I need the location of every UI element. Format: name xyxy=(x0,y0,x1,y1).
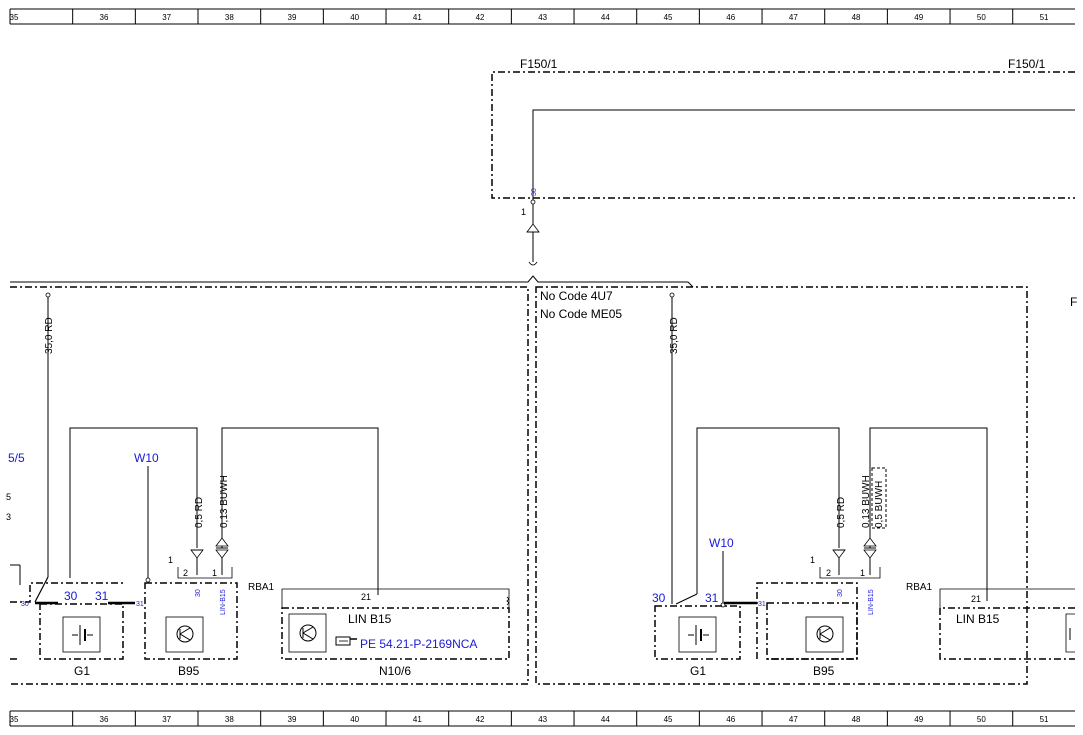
ruler-number: 37 xyxy=(162,13,171,22)
ruler-number: 45 xyxy=(664,715,673,724)
ruler-number: 51 xyxy=(1040,13,1049,22)
ruler-number: 48 xyxy=(852,715,861,724)
fuse-pin-30: 30 xyxy=(531,188,538,196)
ruler-number: 51 xyxy=(1040,715,1049,724)
left-b95-pin-2: 2 xyxy=(183,568,188,578)
condition-line-1: No Code 4U7 xyxy=(540,289,613,303)
left-pe-ref-link[interactable]: PE 54.21-P-2169NCA xyxy=(360,637,477,651)
ruler-number: 42 xyxy=(476,13,485,22)
right-b95-pin-lin: LIN-B15 xyxy=(868,589,875,615)
left-rba1-label: RBA1 xyxy=(248,582,275,593)
ruler-number: 39 xyxy=(288,13,297,22)
ruler-number: 43 xyxy=(538,715,547,724)
ruler-number: 38 xyxy=(225,13,234,22)
ruler-number: 40 xyxy=(350,13,359,22)
fuse-box-f150: F150/1 F150/1 30 1 xyxy=(491,57,1075,266)
left-pin-21: 21 xyxy=(361,592,371,602)
left-wire-main-label: 35,0 RD xyxy=(44,317,55,354)
ruler-number: 49 xyxy=(914,13,923,22)
right-w10-label: W10 xyxy=(709,536,734,550)
left-b95-pin-lin: LIN-B15 xyxy=(220,589,227,615)
ruler-bottom: 35 36 37 38 39 40 41 42 43 44 45 46 47 48 49 50 51 xyxy=(9,710,1075,727)
left-edge-marks-2: 3 xyxy=(6,512,11,522)
ruler-number: 50 xyxy=(977,715,986,724)
ruler-number: 36 xyxy=(100,715,109,724)
bus-line xyxy=(10,275,694,288)
ruler-top: 35 36 37 38 39 40 41 42 43 44 45 46 47 48 49 50 51 xyxy=(9,8,1075,25)
right-pin1-outer: 1 xyxy=(810,555,815,565)
ruler-number: 46 xyxy=(726,715,735,724)
left-wire-b95-1-label: 0,13 BUWH xyxy=(219,475,230,528)
right-frame xyxy=(535,286,1028,685)
ruler-number: 44 xyxy=(601,715,610,724)
fuse-box-label-right: F150/1 xyxy=(1008,57,1046,71)
ruler-number: 35 xyxy=(10,13,19,22)
right-wire-b95-2-label: 0,5 RD xyxy=(836,497,847,528)
right-rba1-label: RBA1 xyxy=(906,582,933,593)
ruler-number: 41 xyxy=(413,715,422,724)
left-frame xyxy=(10,286,529,685)
right-g1-pin-30: 30 xyxy=(652,591,666,605)
right-b95-pin-1: 1 xyxy=(860,568,865,578)
left-g1-pin-30: 30 xyxy=(64,589,78,603)
ruler-number: 36 xyxy=(100,13,109,22)
left-pin-30-small: 30 xyxy=(21,601,29,608)
right-wire-main-label: 35,0 RD xyxy=(669,317,680,354)
left-edge-marks: 5 xyxy=(6,492,11,502)
right-pin-31-small: 31 xyxy=(758,601,766,608)
left-lin-b15-label: LIN B15 xyxy=(348,612,392,626)
left-wire-b95-2-label: 0,5 RD xyxy=(194,497,205,528)
ruler-number: 40 xyxy=(350,715,359,724)
right-b95-pin-30-small: 30 xyxy=(837,589,844,597)
right-g1-pin-31: 31 xyxy=(705,591,719,605)
fuse-box-label-left: F150/1 xyxy=(520,57,558,71)
right-lin-b15-label: LIN B15 xyxy=(956,612,1000,626)
left-pin-31-small: 31 xyxy=(136,601,144,608)
right-b95-label: B95 xyxy=(813,664,835,678)
ruler-number: 47 xyxy=(789,13,798,22)
ruler-number: 41 xyxy=(413,13,422,22)
ruler-number: 49 xyxy=(914,715,923,724)
left-g1-pin-31: 31 xyxy=(95,589,109,603)
right-g1-label: G1 xyxy=(690,664,706,678)
left-pin1-outer: 1 xyxy=(168,555,173,565)
left-w10-label: W10 xyxy=(134,451,159,465)
left-cut-ref: 5/5 xyxy=(8,451,25,465)
pointing-hand-icon xyxy=(335,636,357,646)
ruler-number: 44 xyxy=(601,13,610,22)
left-b95-label: B95 xyxy=(178,664,200,678)
left-b95-pin-30-small: 30 xyxy=(195,589,202,597)
ruler-number: 45 xyxy=(664,13,673,22)
edge-glyph: F xyxy=(1070,295,1077,309)
right-pin-21: 21 xyxy=(971,594,981,604)
right-section: 35,0 RD 0,5 RD 0,13 BUWH 0,5 BUWH 1 2 1 … xyxy=(652,292,1075,678)
ruler-number: 42 xyxy=(476,715,485,724)
fuse-pin-1: 1 xyxy=(521,207,526,217)
left-n10-label: N10/6 xyxy=(379,664,411,678)
left-b95-pin-1: 1 xyxy=(212,568,217,578)
left-g1-label: G1 xyxy=(74,664,90,678)
ruler-number: 43 xyxy=(538,13,547,22)
right-wire-b95-1a-label: 0,13 BUWH xyxy=(861,475,872,528)
ruler-number: 39 xyxy=(288,715,297,724)
condition-line-2: No Code ME05 xyxy=(540,307,622,321)
ruler-number: 37 xyxy=(162,715,171,724)
ruler-number: 38 xyxy=(225,715,234,724)
ruler-number: 46 xyxy=(726,13,735,22)
ruler-number: 47 xyxy=(789,715,798,724)
ruler-number: 48 xyxy=(852,13,861,22)
right-wire-b95-1b-label: 0,5 BUWH xyxy=(874,481,885,528)
ruler-number: 35 xyxy=(10,715,19,724)
left-section: 35,0 RD 5/5 5 3 0,5 RD 0,13 BUWH 1 2 1 W… xyxy=(6,292,510,678)
ruler-number: 50 xyxy=(977,13,986,22)
right-b95-pin-2: 2 xyxy=(826,568,831,578)
